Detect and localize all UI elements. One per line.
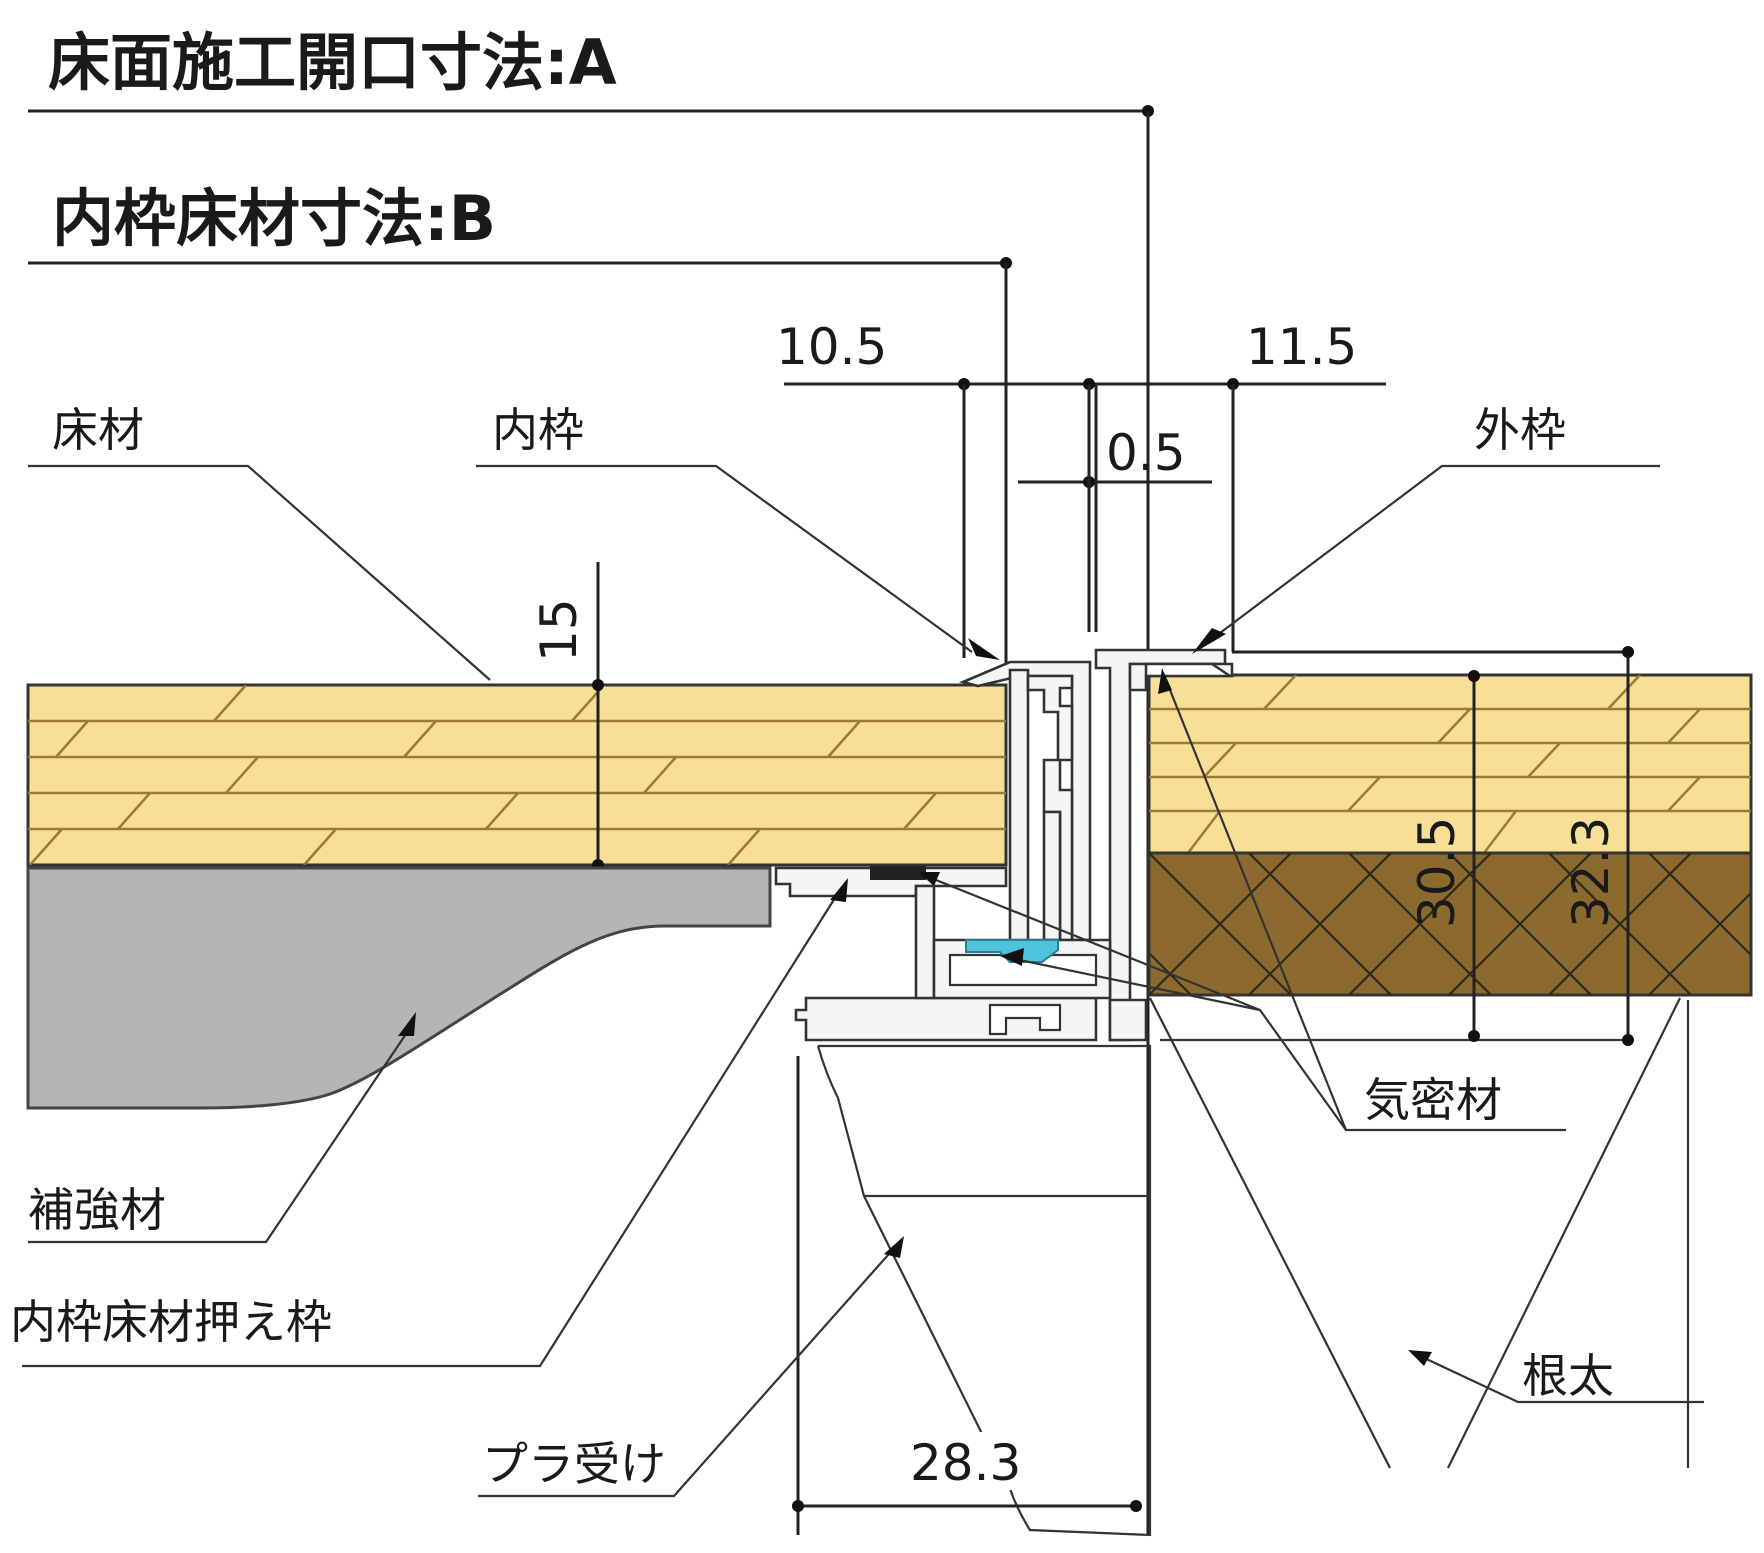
leader-outer-frame	[1215, 464, 1660, 637]
label-flooring: 床材	[52, 403, 144, 457]
inner-frame-floor-holder-profile	[774, 866, 1112, 1042]
flooring-left	[26, 683, 1008, 867]
subfloor-plywood	[1147, 851, 1753, 997]
label-inner-frame-floor-holder: 内枠床材押え枠	[10, 1295, 332, 1349]
label-inner-frame: 内枠	[492, 403, 584, 457]
leader-plastic-receiver	[478, 1245, 897, 1498]
label-outer-frame: 外枠	[1474, 403, 1566, 457]
title-opening-dimension-a: 床面施工開口寸法:A	[48, 26, 617, 99]
inner-frame-profile	[959, 660, 1092, 1020]
leader-flooring	[28, 464, 491, 681]
outer-frame-profile	[1094, 648, 1235, 1042]
leader-joist	[1419, 1355, 1704, 1404]
label-joist: 根太	[1522, 1349, 1614, 1403]
dim-0-5: 0.5	[1106, 424, 1186, 482]
dim-11-5: 11.5	[1246, 318, 1357, 376]
title-inner-floor-dimension-b: 内枠床材寸法:B	[52, 182, 496, 255]
leader-inner-frame	[476, 464, 973, 653]
airtight-tape-left	[870, 866, 926, 880]
dim-10-5: 10.5	[776, 318, 887, 376]
dim-30-5: 30.5	[1408, 817, 1466, 928]
label-reinforcement: 補強材	[28, 1183, 166, 1237]
leader-inner-frame-floor-holder	[22, 889, 841, 1368]
reinforcement-bar	[26, 866, 772, 1110]
leader-airtight-left	[925, 874, 1261, 1012]
label-airtight-material: 気密材	[1364, 1073, 1502, 1127]
dim-28-3: 28.3	[910, 1434, 1021, 1492]
leader-reinforcement	[28, 1027, 411, 1244]
dim-15: 15	[530, 598, 588, 662]
flooring-right	[1147, 673, 1753, 997]
label-plastic-receiver: プラ受け	[482, 1437, 666, 1491]
joist	[1149, 997, 1690, 1469]
dim-32-3: 32.3	[1562, 817, 1620, 928]
